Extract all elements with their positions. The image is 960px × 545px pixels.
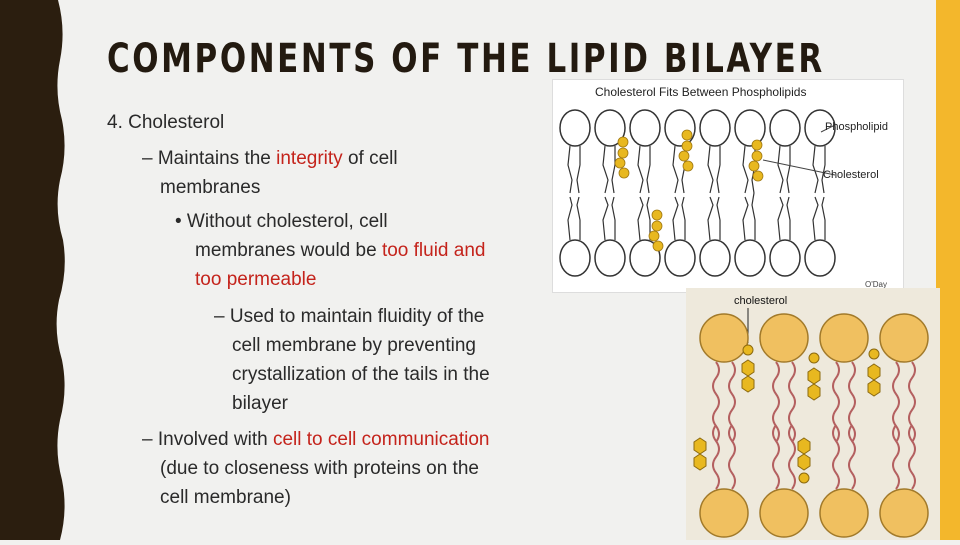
right-accent-band: [936, 0, 960, 540]
figure2-label: cholesterol: [734, 295, 787, 307]
bullet-without-cholesterol: • Without cholesterol, cell membranes wo…: [175, 211, 486, 290]
cholesterol-between-phospholipids-figure: Cholesterol Fits Between Phospholipids: [552, 79, 904, 293]
figure1-caption: Cholesterol Fits Between Phospholipids: [595, 85, 806, 99]
label-phospholipid: Phospholipid: [825, 121, 888, 133]
bullet-fluidity: – Used to maintain fluidity of the cell …: [214, 306, 490, 414]
cholesterol-bilayer-figure: cholesterol: [686, 288, 940, 540]
bullet-integrity: – Maintains the integrity of cell membra…: [142, 148, 398, 198]
label-cholesterol: Cholesterol: [823, 169, 879, 181]
left-decorative-band: [0, 0, 70, 540]
figure1-credit: O'Day: [865, 280, 887, 289]
heading-cholesterol: 4. Cholesterol: [107, 112, 225, 133]
bullet-communication: – Involved with cell to cell communicati…: [142, 429, 490, 508]
slide-title: COMPONENTS OF THE LIPID BILAYER: [107, 36, 825, 82]
